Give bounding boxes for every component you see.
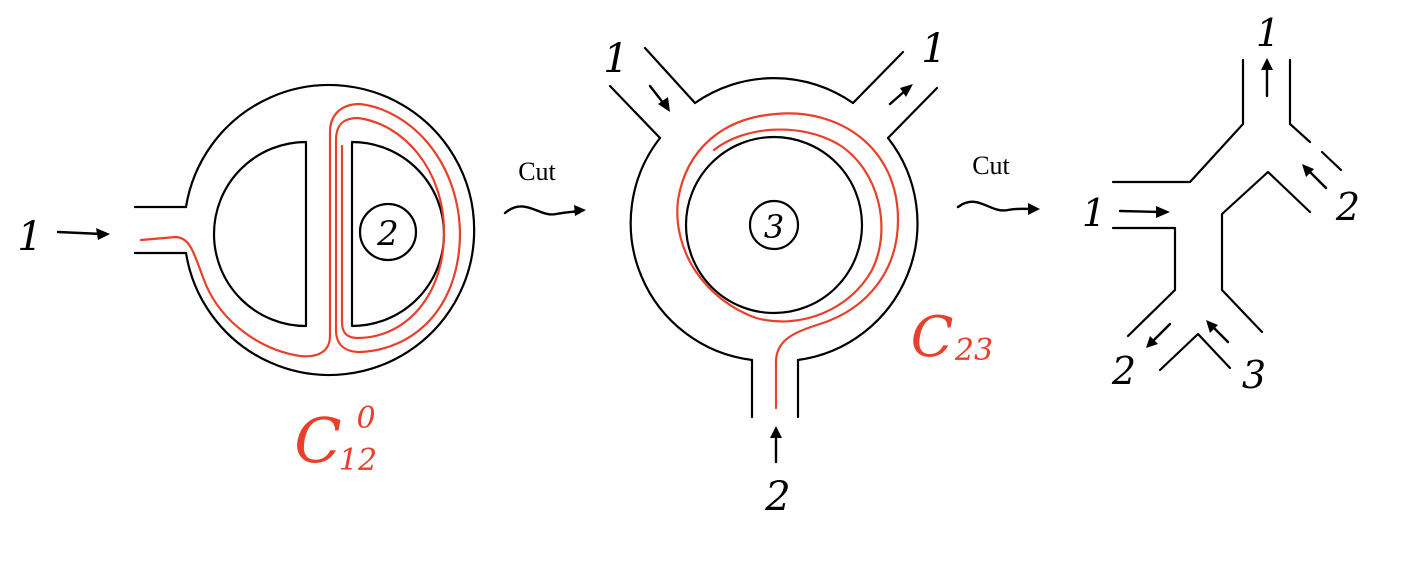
middle-outer-arc-left <box>629 136 754 362</box>
middle-panel: 3 1 1 2 C 23 <box>603 26 993 520</box>
left-curve-subscript: 12 <box>339 443 377 478</box>
middle-arrowhead-tl <box>658 97 670 112</box>
tree-wall-inner-right <box>1220 170 1312 334</box>
middle-curve-subscript: 23 <box>954 333 993 368</box>
tree-wall-inner-left <box>1111 226 1177 338</box>
middle-label-bottom: 2 <box>764 474 790 520</box>
tree-wall-upper-left <box>1111 58 1245 184</box>
left-hole-left-half <box>212 140 308 328</box>
middle-channel-tl-wall-1 <box>643 46 697 105</box>
middle-curve-label: C <box>911 305 954 370</box>
middle-arrowhead-tr <box>900 84 913 97</box>
middle-channel-tl-wall-2 <box>608 84 662 140</box>
tree-arrowhead-right <box>1302 164 1314 177</box>
left-inlet-label: 1 <box>17 214 42 260</box>
middle-channel-tr-wall-2 <box>886 86 939 140</box>
right-panel: 1 1 2 2 3 <box>1082 11 1360 397</box>
transition-1-label: Cut <box>518 157 556 186</box>
middle-channel-tr-wall-1 <box>851 50 905 105</box>
middle-label-top-left: 1 <box>603 36 628 82</box>
tree-label-top: 1 <box>1256 11 1280 55</box>
left-panel: 2 1 C 12 0 <box>17 83 476 478</box>
left-region-label: 2 <box>376 214 399 254</box>
transition-1-arrowhead <box>574 205 586 216</box>
tree-label-bottom-left: 2 <box>1111 349 1136 393</box>
tree-arrowhead-left <box>1156 206 1170 218</box>
tree-arrowhead-bottom-right <box>1206 320 1218 333</box>
middle-outer-arc-right <box>796 136 919 362</box>
middle-region-circle <box>748 199 800 251</box>
transition-2-label: Cut <box>972 151 1010 180</box>
transition-1-arrow <box>503 205 582 216</box>
tree-label-right: 2 <box>1335 185 1360 229</box>
transition-2-arrowhead <box>1028 203 1040 215</box>
left-red-curve-outer <box>139 102 462 358</box>
left-curve-label: C <box>294 404 341 477</box>
middle-label-top-right: 1 <box>921 26 946 72</box>
tree-label-bottom-right: 3 <box>1242 353 1266 397</box>
middle-region-label: 3 <box>764 208 784 246</box>
tree-wall-upper-right-tip <box>1320 150 1343 172</box>
left-inlet-arrowhead <box>96 228 110 240</box>
middle-red-curve <box>676 112 900 410</box>
tree-arrow-bottom-right <box>1210 324 1230 344</box>
middle-arrow-tl <box>648 84 666 106</box>
transition-2: Cut <box>956 151 1040 215</box>
transition-1: Cut <box>503 157 586 216</box>
tree-arrow-bottom-left <box>1150 322 1172 344</box>
transition-2-arrow <box>956 200 1034 212</box>
middle-outer-arc-top <box>693 77 855 105</box>
tree-arrow-left <box>1118 209 1162 214</box>
tree-arrowhead-top <box>1261 58 1273 70</box>
tree-wall-upper-right-top <box>1288 58 1312 144</box>
middle-arrowhead-bottom <box>770 426 782 438</box>
tree-label-left: 1 <box>1082 191 1106 235</box>
left-region-circle <box>358 202 418 262</box>
left-outer-boundary <box>184 83 476 377</box>
left-curve-superscript: 0 <box>356 401 375 436</box>
tree-arrowhead-bottom-left <box>1146 336 1158 348</box>
left-inlet-arrow <box>56 230 104 236</box>
middle-hole <box>684 135 864 315</box>
left-red-curve-inner <box>334 116 446 340</box>
tree-arrow-right <box>1306 168 1328 190</box>
tree-wall-bottom-notch <box>1158 332 1232 372</box>
